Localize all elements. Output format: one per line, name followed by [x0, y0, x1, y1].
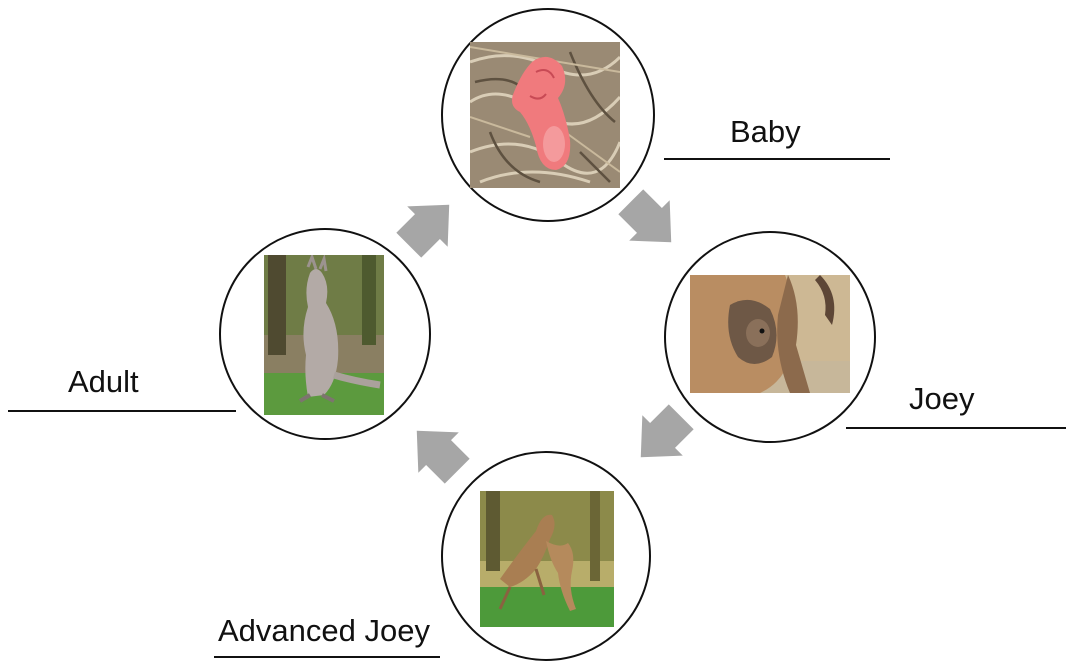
joey-in-pouch-photo: [690, 275, 850, 393]
stage-label-adult: Adult: [68, 364, 139, 399]
label-underline-joey: [846, 427, 1066, 429]
arrow-icon: [618, 189, 684, 255]
label-underline-adult: [8, 410, 236, 412]
stage-label-joey: Joey: [909, 381, 975, 416]
label-underline-advanced-joey: [214, 656, 440, 658]
arrow-icon: [404, 418, 470, 484]
stage-label-baby: Baby: [730, 114, 801, 149]
stage-label-advanced-joey: Advanced Joey: [218, 613, 430, 648]
arrow-icon: [396, 192, 462, 258]
label-underline-baby: [664, 158, 890, 160]
adult-kangaroo-photo: [264, 255, 384, 415]
newborn-kangaroo-photo: [470, 42, 620, 188]
young-kangaroos-photo: [480, 491, 614, 627]
arrow-icon: [628, 404, 694, 470]
